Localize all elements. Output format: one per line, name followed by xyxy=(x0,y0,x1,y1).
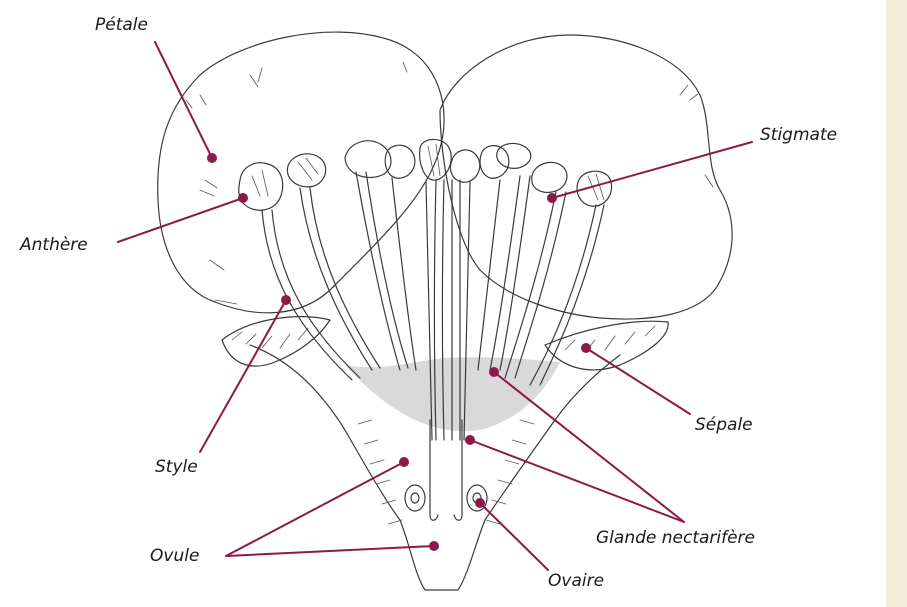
leader-ovaire xyxy=(475,498,548,570)
leader-anthere xyxy=(118,193,248,242)
right-petal xyxy=(440,35,732,319)
leader-lines xyxy=(118,42,752,570)
flower-illustration xyxy=(158,32,732,590)
ovary-chambers xyxy=(405,420,487,520)
label-stigmate: Stigmate xyxy=(760,125,837,145)
labels: Pétale Stigmate Anthère Sépale Style Gla… xyxy=(19,15,837,591)
flower-cross-section-diagram: Pétale Stigmate Anthère Sépale Style Gla… xyxy=(0,0,886,607)
label-sepale: Sépale xyxy=(695,415,753,435)
left-petal xyxy=(158,32,444,313)
leader-sepale xyxy=(581,343,690,414)
label-petale: Pétale xyxy=(95,15,148,35)
leader-petale xyxy=(155,42,217,163)
label-ovule: Ovule xyxy=(150,546,199,566)
stamen-filaments xyxy=(262,172,604,385)
label-glande-nectarifere: Glande nectarifère xyxy=(596,528,755,548)
right-sepal xyxy=(545,321,668,370)
label-ovaire: Ovaire xyxy=(548,571,604,591)
side-strip xyxy=(886,0,907,607)
label-anthere: Anthère xyxy=(19,235,88,255)
label-style: Style xyxy=(155,457,198,477)
